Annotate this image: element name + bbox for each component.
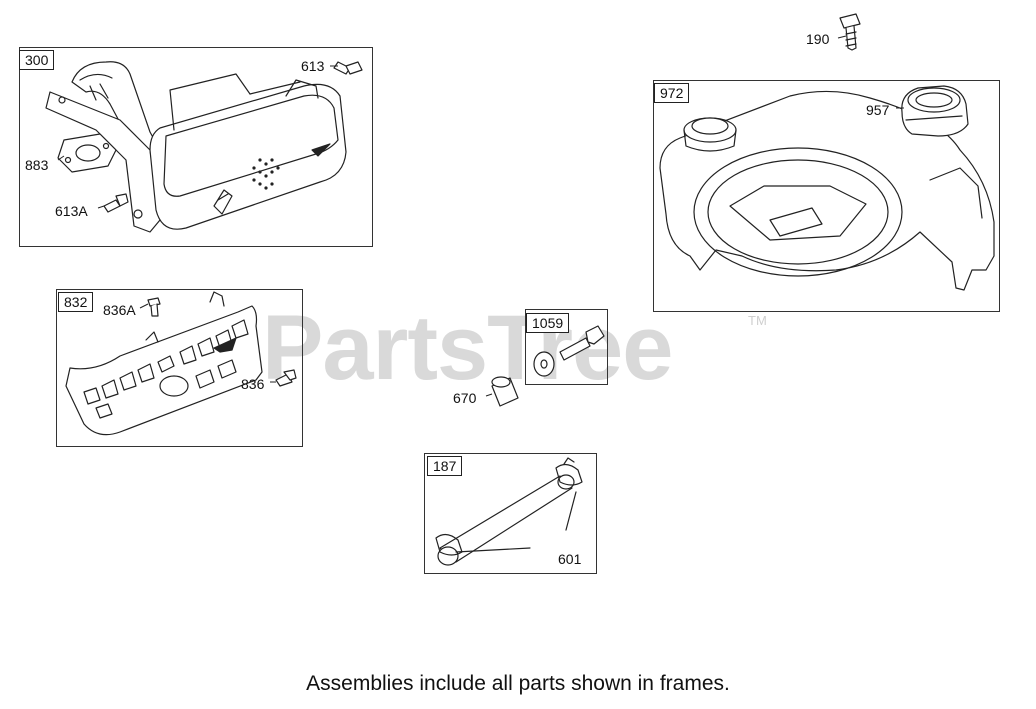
muffler-guard-drawing[interactable] — [66, 292, 262, 435]
bolt-kit-drawing[interactable] — [534, 326, 604, 376]
partstree-watermark: PartsTree — [262, 297, 673, 399]
frame-muffler-guard — [56, 289, 303, 447]
screw-613A[interactable] — [104, 194, 128, 212]
gasket-883[interactable] — [58, 134, 116, 172]
callout-601[interactable]: 601 — [558, 551, 582, 567]
frame-tag-187[interactable]: 187 — [427, 456, 463, 476]
screw-836A[interactable] — [148, 298, 160, 316]
frame-tag-972[interactable]: 972 — [654, 83, 690, 103]
screw-613[interactable] — [334, 62, 362, 74]
callout-883[interactable]: 883 — [25, 157, 49, 173]
callout-957[interactable]: 957 — [866, 102, 890, 118]
callout-836A[interactable]: 836A — [103, 302, 136, 318]
fuel-tank-drawing[interactable] — [660, 91, 994, 290]
screw-190[interactable] — [840, 14, 860, 50]
frame-bolt-kit — [525, 309, 608, 385]
callout-190[interactable]: 190 — [806, 31, 830, 47]
screw-836[interactable] — [276, 370, 296, 386]
callout-613[interactable]: 613 — [301, 58, 325, 74]
trademark-mark: TM — [748, 313, 767, 328]
frame-tag-832[interactable]: 832 — [58, 292, 94, 312]
fuel-cap-957[interactable] — [902, 86, 968, 136]
fuel-line-drawing[interactable] — [436, 458, 582, 565]
frame-fuel-line — [424, 453, 597, 574]
callout-670[interactable]: 670 — [453, 390, 477, 406]
frame-muffler — [19, 47, 373, 247]
spacer-670[interactable] — [492, 377, 518, 406]
frame-tag-300[interactable]: 300 — [19, 50, 55, 70]
frame-fuel-tank — [653, 80, 1000, 312]
frame-tag-1059[interactable]: 1059 — [526, 313, 570, 333]
muffler-drawing[interactable] — [46, 62, 346, 232]
callout-836[interactable]: 836 — [241, 376, 265, 392]
assemblies-note: Assemblies include all parts shown in fr… — [306, 672, 730, 695]
callout-613A[interactable]: 613A — [55, 203, 88, 219]
